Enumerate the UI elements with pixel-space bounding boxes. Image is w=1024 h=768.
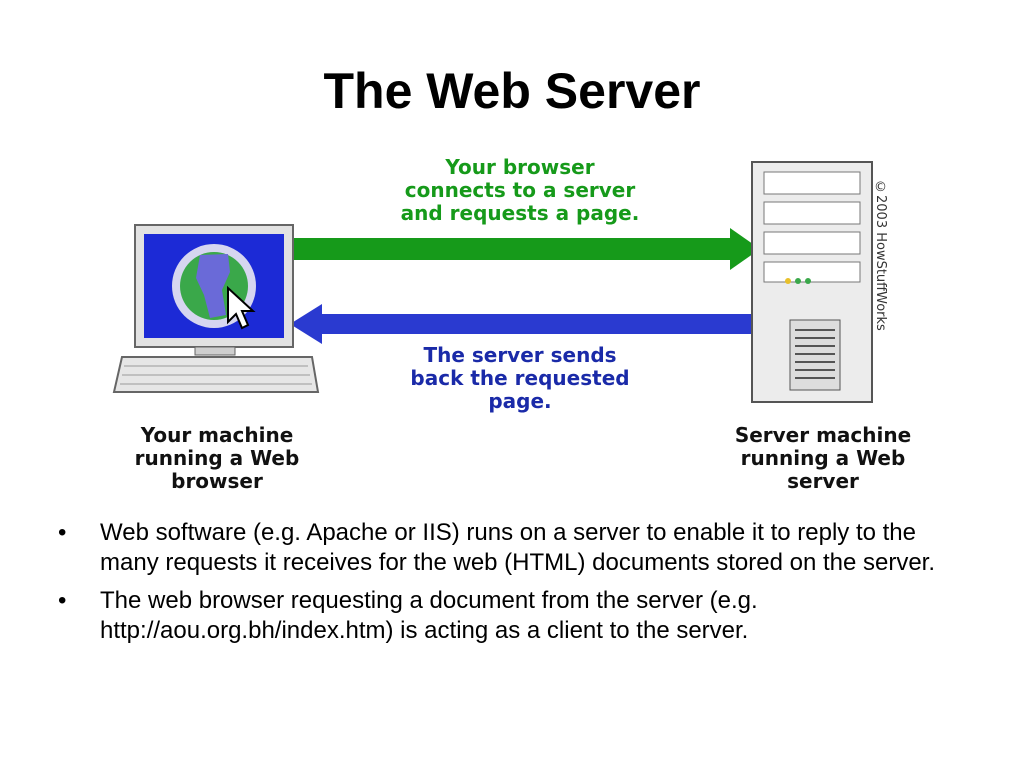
bullet-icon: • <box>58 519 67 546</box>
response-arrow <box>290 304 755 344</box>
server-label-line: server <box>787 469 859 493</box>
bullet-item: • The web browser requesting a document … <box>58 586 958 646</box>
client-label-line: browser <box>171 469 263 493</box>
client-label-line: Your machine <box>140 423 294 447</box>
slide-title: The Web Server <box>323 63 701 119</box>
request-arrow <box>290 228 760 270</box>
client-label-line: running a Web <box>134 446 300 470</box>
bullet-item: • Web software (e.g. Apache or IIS) runs… <box>58 518 958 578</box>
response-caption: The server sends back the requested page… <box>370 344 670 413</box>
request-caption-line: Your browser <box>445 155 595 179</box>
web-server-diagram <box>112 161 873 403</box>
response-caption-line: back the requested <box>410 366 630 390</box>
request-caption: Your browser connects to a server and re… <box>370 156 670 225</box>
server-label-line: running a Web <box>740 446 906 470</box>
request-caption-line: connects to a server <box>404 178 636 202</box>
bullet-text: Web software (e.g. Apache or IIS) runs o… <box>100 519 936 576</box>
response-caption-line: page. <box>488 389 552 413</box>
server-label: Server machine running a Web server <box>705 424 941 493</box>
bullet-text: The web browser requesting a document fr… <box>100 587 758 644</box>
request-caption-line: and requests a page. <box>400 201 640 225</box>
server-label-line: Server machine <box>734 423 912 447</box>
copyright-notice: ©2003 HowStuffWorks <box>873 180 888 331</box>
client-label: Your machine running a Web browser <box>100 424 334 493</box>
client-computer-icon <box>112 224 320 393</box>
server-tower-icon <box>751 161 873 403</box>
bullet-icon: • <box>58 587 67 614</box>
bullet-list: • Web software (e.g. Apache or IIS) runs… <box>58 518 958 654</box>
response-caption-line: The server sends <box>423 343 617 367</box>
